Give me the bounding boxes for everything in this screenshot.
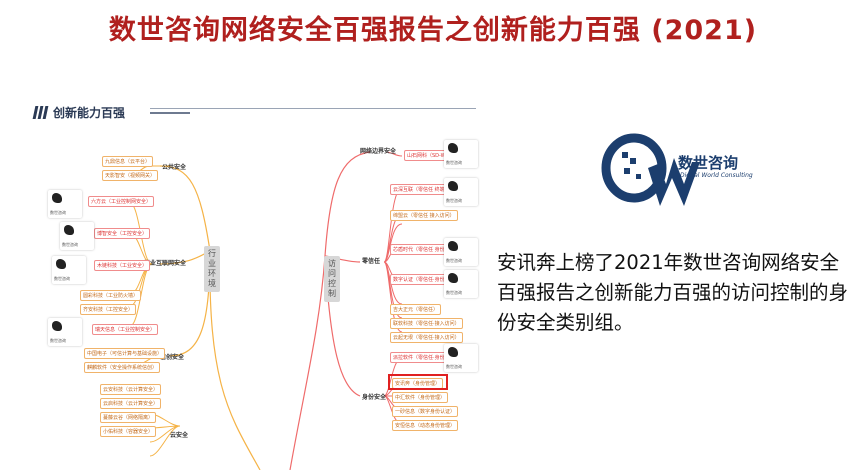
brand-name: 数世咨询	[678, 154, 739, 172]
section-marker-icon	[32, 105, 49, 119]
category-industry-environment: 行业环境	[204, 246, 220, 292]
company-logo-card: 数世咨询	[48, 190, 82, 218]
company-logo-card: 数世咨询	[48, 318, 82, 346]
list-item: 一砂信息（数字身份认证）	[392, 406, 459, 417]
list-item: 麒麟软件（安全操作系统信创）	[84, 362, 161, 373]
list-item: 博智安全（工控安全）	[94, 228, 151, 239]
company-logo-card: 数世咨询	[444, 178, 478, 206]
header-divider	[150, 108, 476, 109]
list-item: 云起无垠（零信任·接入访问）	[390, 332, 463, 343]
report-screenshot: 创新能力百强 行业环境 访问控制 公共安全 工业互联网安全 信创安全 云安全 九…	[30, 96, 480, 470]
group-public-safety: 公共安全	[162, 164, 187, 171]
list-item: 吉大正元（零信任）	[390, 304, 442, 315]
list-item: 圆彩科技（工业防火墙）	[80, 290, 142, 301]
list-item: 木链科技（工业安全）	[94, 260, 151, 271]
list-item: 缔盟云（零信任 接入访问）	[390, 210, 458, 221]
company-logo-card: 数世咨询	[444, 344, 478, 372]
list-item: 天影智安（视频网关）	[102, 170, 159, 181]
list-item: 瑞天信息（工业控制安全）	[92, 324, 159, 335]
group-identity-security: 身份安全	[362, 394, 387, 401]
group-zero-trust: 零信任	[362, 258, 381, 265]
list-item: 六方云（工业控制网安全）	[88, 196, 155, 207]
list-item: 云启科技（云计算安全）	[100, 398, 162, 409]
list-item: 蔓藤云谷（网络隔离）	[100, 412, 157, 423]
list-item: 中国电子（可信计算与基础设施）	[84, 348, 166, 359]
list-item: 小佑科技（容器安全）	[100, 426, 157, 437]
category-access-control: 访问控制	[324, 256, 340, 302]
group-xinchuang: 信创安全	[160, 354, 185, 361]
company-logo-card: 数世咨询	[60, 222, 94, 250]
company-logo-card: 数世咨询	[444, 270, 478, 298]
header-divider-accent	[150, 112, 190, 114]
list-item: 九鼎信息（云平台）	[102, 156, 154, 167]
list-item: 联软科技（零信任·接入访问）	[390, 318, 463, 329]
list-item: 云安科技（云计算安全）	[100, 384, 162, 395]
group-network-perimeter: 网络边界安全	[360, 148, 397, 155]
company-logo-card: 数世咨询	[444, 140, 478, 168]
list-item: 中汇软件（身份管理）	[392, 392, 449, 403]
section-title: 创新能力百强	[53, 105, 126, 120]
company-logo-card: 数世咨询	[444, 238, 478, 266]
description-text: 安讯奔上榜了2021年数世咨询网络安全百强报告之创新能力百强的访问控制的身份安全…	[497, 251, 849, 334]
list-item: 安恒信息（动态身份管理）	[392, 420, 459, 431]
slide-title: 数世咨询网络安全百强报告之创新能力百强 (2021)	[108, 15, 758, 46]
group-industrial-internet: 工业互联网安全	[144, 260, 187, 267]
highlight-box	[388, 374, 448, 390]
company-logo-card: 数世咨询	[52, 256, 86, 284]
group-cloud-security: 云安全	[170, 432, 189, 439]
digital-world-logo-icon	[601, 133, 700, 206]
list-item: 齐安科技（工控安全）	[80, 304, 137, 315]
brand-subtitle: Digital World Consulting	[680, 172, 753, 179]
screenshot-header: 创新能力百强	[32, 102, 126, 122]
